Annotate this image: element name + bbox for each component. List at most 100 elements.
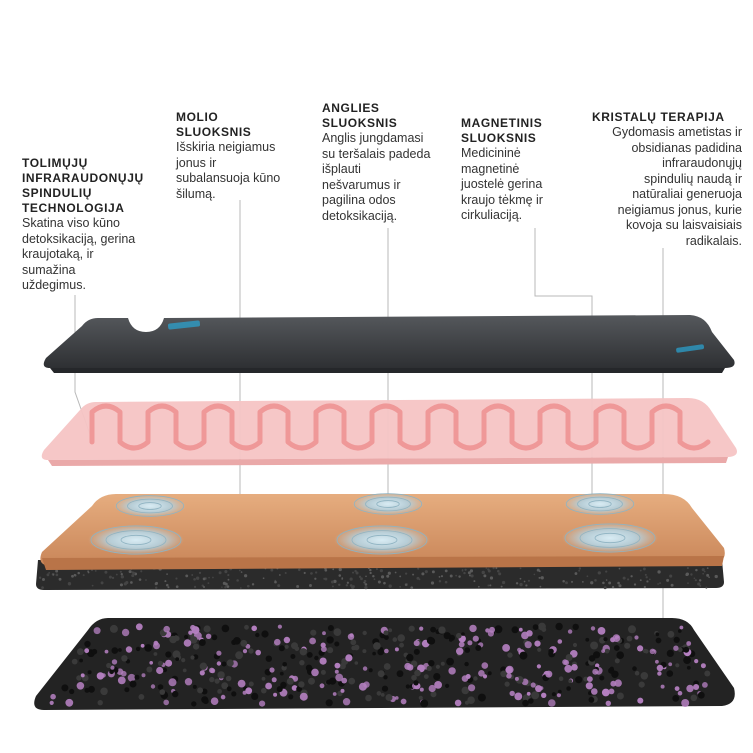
obsidian-stone — [640, 672, 649, 680]
amethyst-stone — [340, 688, 345, 693]
obsidian-stone — [464, 700, 469, 705]
amethyst-stone — [591, 688, 598, 695]
amethyst-stone — [321, 646, 327, 653]
obsidian-stone — [572, 642, 578, 648]
felt-fiber — [369, 568, 372, 572]
obsidian-stone — [667, 630, 675, 638]
amethyst-stone — [485, 628, 490, 633]
crystal-desc-line: Gydomasis ametistas ir — [612, 125, 742, 139]
felt-fiber — [332, 568, 335, 571]
felt-fiber — [449, 574, 453, 578]
amethyst-stone — [395, 696, 399, 700]
felt-fiber — [603, 586, 607, 590]
felt-fiber — [659, 582, 662, 584]
amethyst-stone — [265, 682, 272, 690]
amethyst-stone — [472, 635, 479, 642]
infrared-title-line: INFRARAUDONŲJŲ — [22, 171, 144, 185]
felt-fiber — [714, 574, 718, 579]
amethyst-stone — [481, 662, 489, 669]
obsidian-stone — [320, 669, 326, 675]
obsidian-stone — [325, 699, 333, 707]
obsidian-stone — [327, 647, 334, 654]
amethyst-stone — [259, 700, 266, 707]
felt-fiber — [193, 585, 197, 589]
obsidian-stone — [327, 625, 334, 631]
felt-fiber — [164, 580, 167, 583]
felt-fiber — [284, 571, 287, 575]
amethyst-stone — [125, 646, 133, 653]
obsidian-stone — [565, 654, 573, 661]
obsidian-stone — [551, 692, 557, 697]
felt-fiber — [375, 567, 378, 571]
amethyst-stone — [165, 659, 173, 667]
amethyst-stone — [209, 667, 215, 673]
label-clay: MOLIO SLUOKSNIS Išskiria neigiamus jonus… — [176, 110, 296, 202]
felt-fiber — [333, 579, 337, 584]
amethyst-stone — [502, 644, 510, 652]
felt-fiber — [352, 585, 355, 588]
obsidian-stone — [383, 675, 388, 680]
magnet-disc — [114, 495, 186, 517]
obsidian-stone — [225, 675, 232, 682]
felt-fiber — [469, 569, 474, 573]
felt-fiber — [487, 569, 491, 573]
obsidian-stone — [165, 651, 172, 658]
amethyst-stone — [362, 666, 368, 671]
felt-fiber — [100, 581, 104, 585]
obsidian-stone — [351, 645, 356, 651]
felt-fiber — [608, 581, 612, 585]
felt-fiber — [198, 571, 202, 575]
felt-fiber — [202, 577, 206, 581]
clay-title-line: MOLIO — [176, 110, 219, 124]
amethyst-stone — [564, 664, 573, 673]
felt-fiber — [388, 584, 392, 588]
amethyst-stone — [269, 667, 275, 673]
obsidian-stone — [675, 663, 680, 668]
amethyst-stone — [524, 641, 532, 649]
amethyst-stone — [587, 676, 593, 682]
obsidian-stone — [511, 626, 519, 634]
obsidian-stone — [296, 686, 302, 692]
amethyst-stone — [273, 692, 278, 697]
amethyst-stone — [505, 666, 513, 674]
obsidian-stone — [413, 648, 420, 655]
amethyst-stone — [65, 698, 74, 707]
obsidian-stone — [221, 661, 227, 667]
obsidian-stone — [666, 670, 674, 677]
obsidian-stone — [666, 649, 674, 658]
amethyst-stone — [216, 650, 222, 656]
crystal-desc-line: neigiamus jonus, kurie — [617, 202, 742, 217]
felt-fiber — [77, 571, 80, 575]
amethyst-stone — [548, 699, 556, 707]
obsidian-stone — [690, 694, 698, 702]
amethyst-stone — [49, 700, 54, 706]
felt-fiber — [424, 570, 428, 574]
amethyst-stone — [535, 685, 543, 693]
amethyst-stone — [592, 668, 599, 675]
obsidian-stone — [624, 642, 631, 649]
obsidian-stone — [704, 670, 711, 677]
felt-fiber — [581, 580, 584, 583]
obsidian-stone — [248, 681, 254, 687]
felt-fiber — [140, 570, 143, 573]
amethyst-stone — [614, 679, 622, 687]
obsidian-stone — [572, 623, 579, 631]
obsidian-stone — [121, 655, 128, 662]
obsidian-stone — [305, 664, 313, 671]
felt-fiber — [438, 575, 441, 578]
felt-fiber — [67, 582, 72, 586]
obsidian-stone — [84, 687, 90, 693]
obsidian-stone — [655, 632, 660, 637]
obsidian-stone — [632, 666, 637, 671]
obsidian-stone — [184, 634, 189, 640]
felt-fiber — [363, 579, 367, 583]
felt-fiber — [699, 584, 702, 587]
amethyst-stone — [245, 644, 251, 649]
amethyst-stone — [93, 627, 101, 635]
obsidian-stone — [381, 685, 389, 692]
amethyst-stone — [454, 699, 462, 707]
felt-fiber — [706, 573, 710, 577]
obsidian-stone — [380, 693, 385, 697]
felt-fiber — [212, 576, 214, 579]
amethyst-stone — [571, 664, 578, 671]
